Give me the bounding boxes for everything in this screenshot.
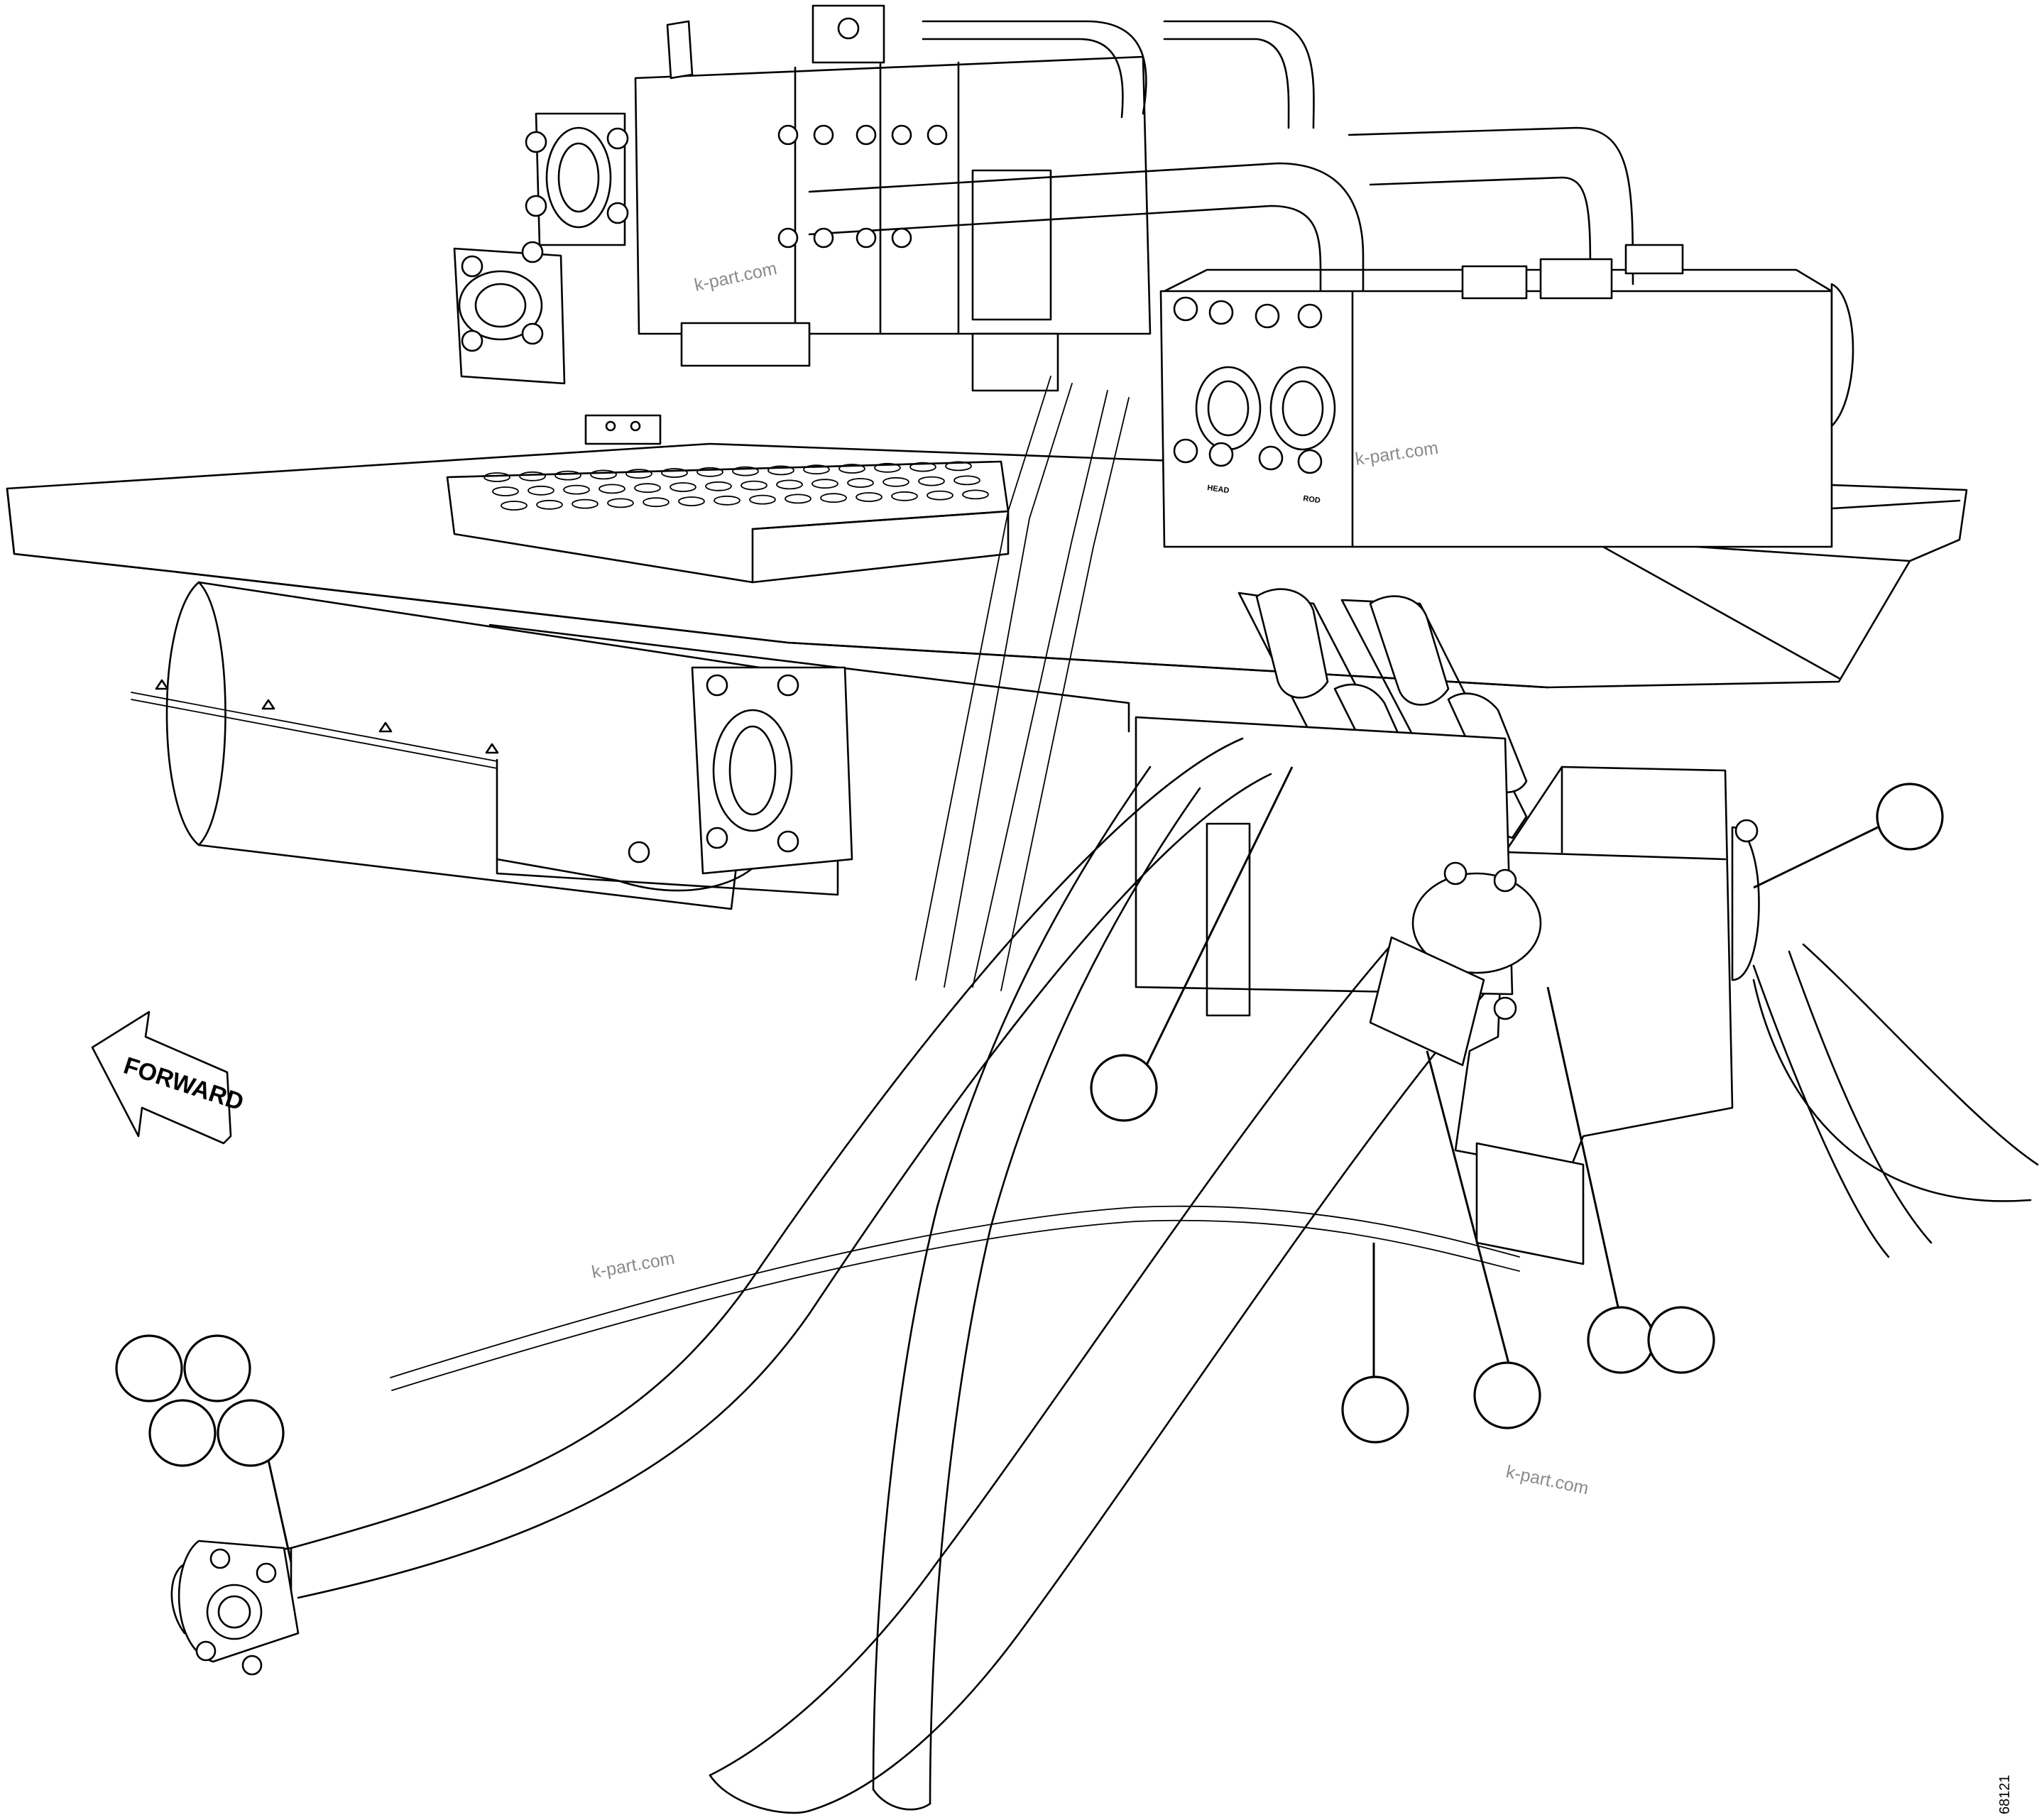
grate-hole — [740, 480, 767, 491]
grate-hole — [625, 469, 652, 479]
callout-circle — [217, 1399, 285, 1467]
bolt-head — [777, 124, 799, 146]
callout-circle — [1341, 1375, 1409, 1444]
valve-stack — [634, 4, 1152, 392]
grate-hole — [962, 489, 989, 500]
grate-hole — [847, 478, 874, 488]
bolt-head — [927, 124, 948, 146]
reservoir-tank — [131, 581, 839, 910]
grate-hole — [572, 498, 599, 509]
grate-hole — [492, 486, 519, 496]
grate-hole — [661, 468, 688, 478]
callout-circle — [1090, 1054, 1158, 1122]
callout-circle — [1647, 1306, 1715, 1374]
upper-tubes — [777, 20, 1634, 293]
head-port-label: HEAD — [1207, 484, 1230, 495]
grate-hole — [714, 495, 740, 506]
grate-hole — [803, 464, 830, 475]
grate-hole — [536, 499, 563, 510]
grate-hole — [563, 484, 590, 495]
grate-hole — [749, 494, 776, 505]
grate-hole — [696, 467, 723, 477]
hoses — [170, 376, 2039, 1814]
grate-hole — [705, 481, 732, 491]
grate-hole — [820, 493, 847, 503]
grate-hole — [953, 475, 980, 486]
grate-hole — [732, 466, 759, 476]
grate-hole — [678, 496, 705, 506]
bolt-head — [856, 227, 877, 249]
grate-hole — [945, 461, 972, 472]
grate-hole — [590, 469, 617, 480]
grate-hole — [607, 498, 634, 508]
grate-hole — [501, 501, 528, 511]
grate-hole — [874, 462, 901, 473]
callout-circles — [115, 783, 1944, 1467]
tank-outlet-flange — [628, 666, 853, 875]
forward-arrow: FORWARD — [91, 1010, 247, 1145]
grate-hole — [483, 472, 510, 482]
grate-hole — [856, 492, 882, 502]
upper-left-flanges — [453, 112, 662, 445]
callout-circle — [1473, 1361, 1541, 1429]
bolt-head — [813, 124, 834, 146]
bolt-head — [777, 227, 799, 249]
grate-hole — [599, 484, 625, 494]
callout-circle — [1876, 783, 1944, 851]
rod-port-label: ROD — [1303, 494, 1321, 505]
callout-circle — [115, 1334, 183, 1402]
grate-hole — [918, 476, 945, 486]
bolt-head — [891, 227, 912, 249]
grate-hole — [767, 465, 794, 476]
grate-hole — [670, 482, 696, 492]
figure-number: 68121 — [1997, 1775, 2013, 1814]
grate-hole — [927, 490, 953, 501]
watermark: k-part.com — [590, 1248, 676, 1282]
lower-valve-block — [1135, 716, 1760, 1265]
grate-hole — [776, 479, 803, 490]
grate-hole — [643, 497, 670, 508]
manifold-block: HEAD ROD — [1159, 244, 1854, 548]
grate-hole — [891, 491, 918, 501]
bolt-head — [856, 124, 877, 146]
grate-hole — [519, 471, 546, 481]
grate-hole — [811, 479, 838, 489]
callout-circle — [183, 1334, 251, 1402]
grate-hole — [838, 464, 865, 474]
watermark: k-part.com — [1504, 1461, 1590, 1498]
callout-circle — [1587, 1306, 1655, 1374]
tank-gauge-pins — [155, 679, 499, 754]
grate-hole — [882, 476, 909, 487]
perforated-grate — [446, 460, 1010, 584]
bolt-head — [891, 124, 912, 146]
callout-circle — [148, 1399, 217, 1467]
grate-hole — [909, 462, 936, 472]
grate-hole — [528, 485, 554, 496]
bolt-head — [813, 227, 834, 249]
grate-hole — [785, 494, 811, 504]
grate-hole — [554, 470, 581, 481]
grate-hole — [634, 483, 661, 494]
